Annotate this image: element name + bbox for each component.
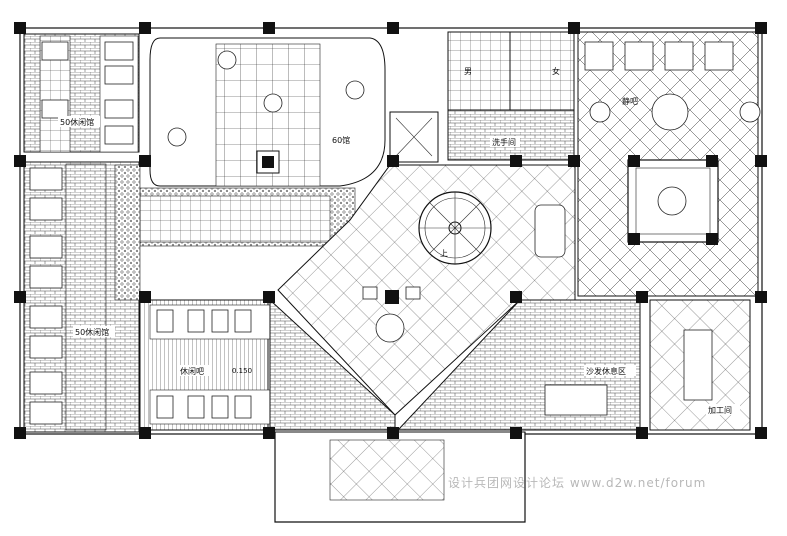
label-room-50-top: 50休闲馆 — [60, 117, 94, 127]
structural-columns — [14, 22, 767, 439]
label-room-50-left: 50休闲馆 — [75, 327, 109, 337]
spiral-staircase — [418, 191, 492, 265]
leisure-bar-seats — [156, 309, 252, 419]
watermark-text: 设计兵团网设计论坛 www.d2w.net/forum — [448, 476, 706, 490]
central-hall-floor — [277, 164, 576, 416]
booth-seats-left — [29, 167, 63, 425]
label-washroom: 洗手间 — [492, 137, 516, 147]
label-room-60: 60馆 — [332, 135, 350, 145]
sofa-set-left-top — [41, 41, 134, 145]
label-level: 0.150 — [232, 367, 252, 375]
label-male: 男 — [464, 67, 472, 76]
label-leisure-bar: 休闲吧 — [180, 366, 204, 376]
label-stairs-up: 上 — [440, 249, 448, 258]
quiet-bar-furniture — [584, 41, 761, 216]
label-female: 女 — [552, 66, 560, 76]
label-processing-room: 加工间 — [708, 405, 732, 415]
tables-60-room — [167, 50, 365, 147]
label-sofa-area: 沙发休息区 — [586, 366, 626, 376]
label-quiet-bar: 静吧 — [622, 96, 638, 106]
washroom-area — [447, 109, 575, 161]
toilets-male — [447, 31, 511, 111]
toilets-female — [509, 31, 575, 111]
